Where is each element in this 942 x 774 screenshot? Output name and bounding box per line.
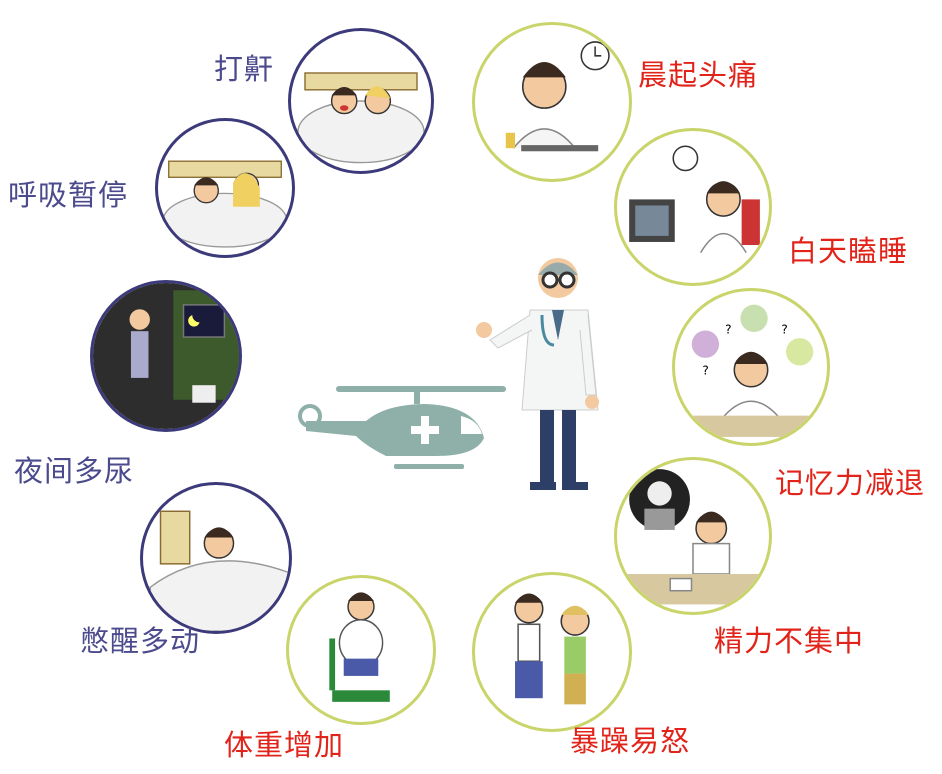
label-memory-loss: 记忆力减退 xyxy=(775,466,926,500)
doctor-illustration xyxy=(476,258,599,490)
daytime-sleepiness-illustration xyxy=(614,128,772,286)
svg-text:?: ? xyxy=(781,323,787,337)
label-nocturia: 夜间多尿 xyxy=(14,454,135,488)
poor-concentration-illustration xyxy=(614,457,772,615)
morning-headache-illustration xyxy=(472,22,632,182)
memory-loss-illustration: ??? xyxy=(672,288,830,446)
apnea-illustration xyxy=(155,118,295,258)
svg-text:?: ? xyxy=(702,364,708,378)
label-irritability: 暴躁易怒 xyxy=(570,724,691,758)
svg-text:?: ? xyxy=(725,323,731,337)
weight-gain-illustration xyxy=(286,575,436,725)
label-apnea: 呼吸暂停 xyxy=(8,178,129,212)
label-poor-concentration: 精力不集中 xyxy=(714,624,865,658)
label-morning-headache: 晨起头痛 xyxy=(638,58,759,92)
label-weight-gain: 体重增加 xyxy=(224,728,345,762)
helicopter-icon xyxy=(298,386,506,469)
irritability-illustration xyxy=(472,572,632,732)
label-restless-sleep: 憋醒多动 xyxy=(80,624,201,658)
snoring-illustration xyxy=(288,28,434,174)
label-snoring: 打鼾 xyxy=(214,52,275,86)
restless-sleep-illustration xyxy=(140,482,292,634)
label-daytime-sleepiness: 白天瞌睡 xyxy=(788,234,909,268)
nocturia-illustration xyxy=(90,280,242,432)
